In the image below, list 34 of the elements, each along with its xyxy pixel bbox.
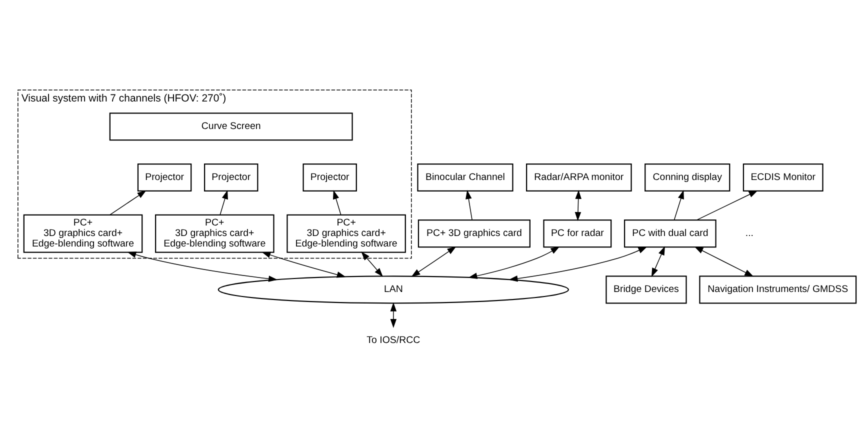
node-box: Conning display: [644, 162, 730, 191]
node-box: PC+ 3D graphics card+ Edge-blending software: [155, 214, 274, 252]
arrow: [694, 246, 754, 276]
node-box: PC+ 3D graphics card+ Edge-blending software: [23, 214, 143, 252]
node-box: Binocular Channel: [417, 162, 514, 191]
node-box: Projector: [302, 162, 357, 191]
arrow: [411, 246, 456, 276]
arrow: [361, 250, 383, 276]
label: ...: [745, 228, 754, 239]
node-box: Curve Screen: [109, 112, 353, 140]
arrow: [674, 190, 684, 220]
arrow: [333, 190, 342, 215]
node-box: Bridge Devices: [606, 275, 687, 304]
arrow: [468, 246, 560, 278]
arrow: [390, 302, 397, 328]
node-box: PC with dual card: [624, 219, 716, 248]
node-box: PC+ 3D graphics card: [418, 219, 530, 248]
arrow: [696, 190, 758, 220]
arrow: [466, 189, 472, 220]
node-box: PC+ 3D graphics card+ Edge-blending software: [286, 214, 406, 252]
arrow: [574, 189, 582, 221]
node-text: To IOS/RCC: [366, 334, 420, 346]
node-box: ECDIS Monitor: [742, 162, 824, 191]
node-box: Radar/ARPA monitor: [526, 162, 632, 191]
arrow: [110, 190, 146, 215]
node-box: PC for radar: [543, 219, 612, 248]
arrow: [651, 246, 665, 277]
arrow: [127, 251, 278, 282]
node-box: Projector: [204, 162, 258, 191]
arrow: [508, 246, 648, 282]
node-box: Projector: [137, 162, 192, 191]
arrow: [220, 190, 228, 215]
node-box: Navigation Instruments/ GMDSS: [699, 275, 857, 304]
arrow: [262, 251, 346, 278]
